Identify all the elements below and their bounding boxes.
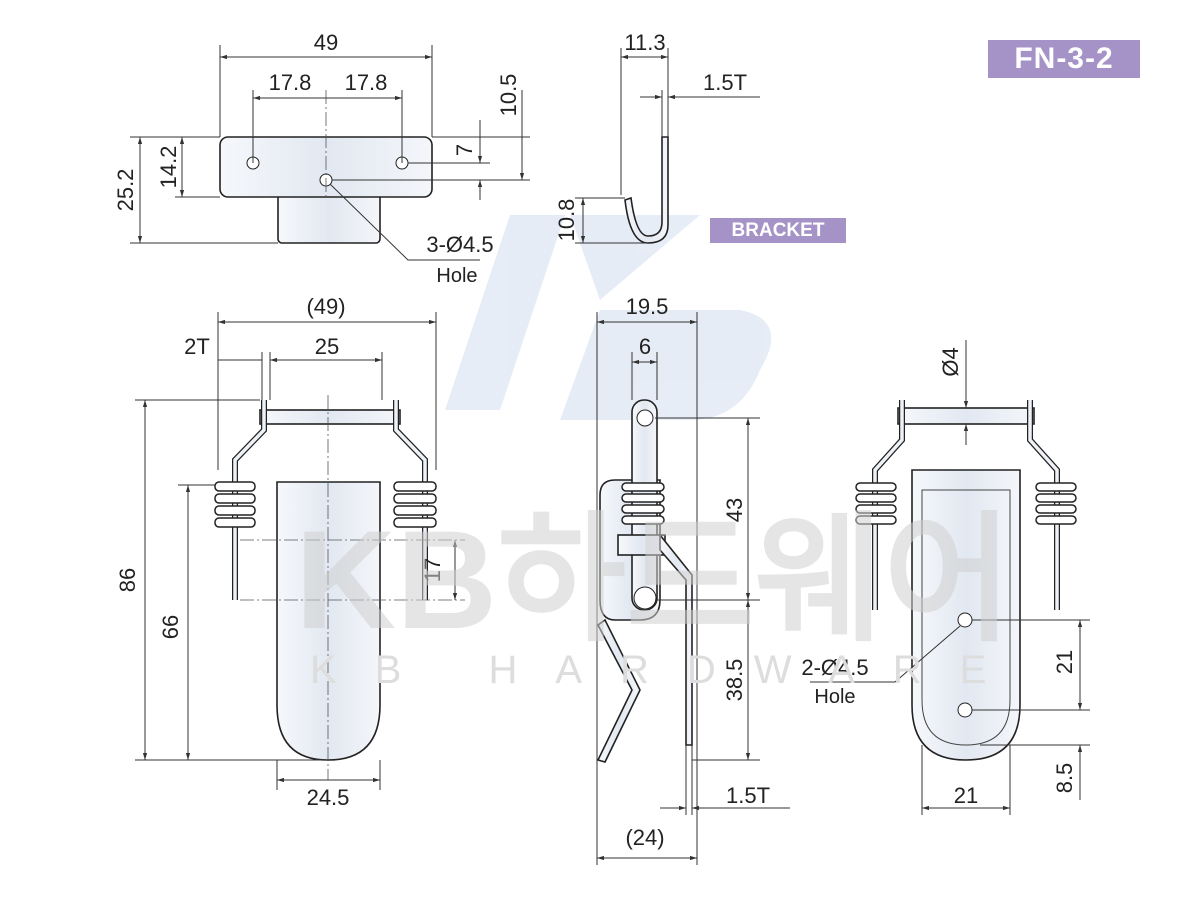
dim-top-width: 49 [314,30,338,55]
spring-left [214,481,256,528]
dim-hole-offset: 7 [452,144,477,156]
dim-offset-top: 10.5 [496,74,521,117]
dim-height-plate: 14.2 [156,146,181,189]
bracket-label-badge: BRACKET [710,218,846,243]
rear-hole-label: Hole [814,686,855,708]
side-view: 19.5 6 43 38.5 1.5T (24) [596,294,790,865]
rear-view: Ø4 2-Ø4.5 Hole 21 8.5 21 [801,340,1090,815]
watermark-sub: KB HARDWARE [310,648,1024,692]
hole-label: Hole [436,265,477,287]
dim-height-body-66: 66 [158,615,183,639]
dim-pin-diameter: Ø4 [938,347,963,376]
model-code-badge: FN-3-2 [988,40,1140,78]
dim-pin-width: 6 [639,334,651,359]
dim-total-depth: (24) [625,825,664,850]
hole-callout: 3-Ø4.5 [426,232,493,257]
dim-rear-body-width: 21 [954,783,978,808]
dim-hole-pitch: 21 [1052,650,1077,674]
dim-body-width: 24.5 [307,785,350,810]
top-view: 49 17.8 17.8 25.2 14.2 10.5 7 3-Ø4.5 Hol… [113,30,530,287]
dim-height-total: 25.2 [113,169,138,212]
spring-right [393,481,437,528]
dim-front-thickness: 2T [184,334,210,359]
dim-side-thickness: 1.5T [726,783,770,808]
dim-lower-height: 38.5 [722,659,747,702]
dim-spring-offset: 17 [420,558,445,582]
dim-side-depth: 19.5 [626,294,669,319]
rear-hole-callout: 2-Ø4.5 [801,655,868,680]
front-view: (49) 2T 25 86 66 17 24.5 [115,294,465,810]
watermark-main: KB하드웨어 [295,501,1012,658]
kb-logo-watermark [445,215,772,420]
bracket-view: 11.3 1.5T 10.8 [554,30,760,244]
dim-height-total-86: 86 [115,568,140,592]
dim-upper-height: 43 [722,498,747,522]
dim-inner-width: 25 [315,334,339,359]
dim-hole-pitch-right: 17.8 [345,70,388,95]
dim-hole-pitch-left: 17.8 [269,70,312,95]
dim-bottom-offset: 8.5 [1052,763,1077,794]
dim-bracket-thickness: 1.5T [703,70,747,95]
dim-bracket-height: 10.8 [554,199,579,242]
dim-front-width: (49) [306,294,345,319]
dim-bracket-depth: 11.3 [624,30,665,55]
